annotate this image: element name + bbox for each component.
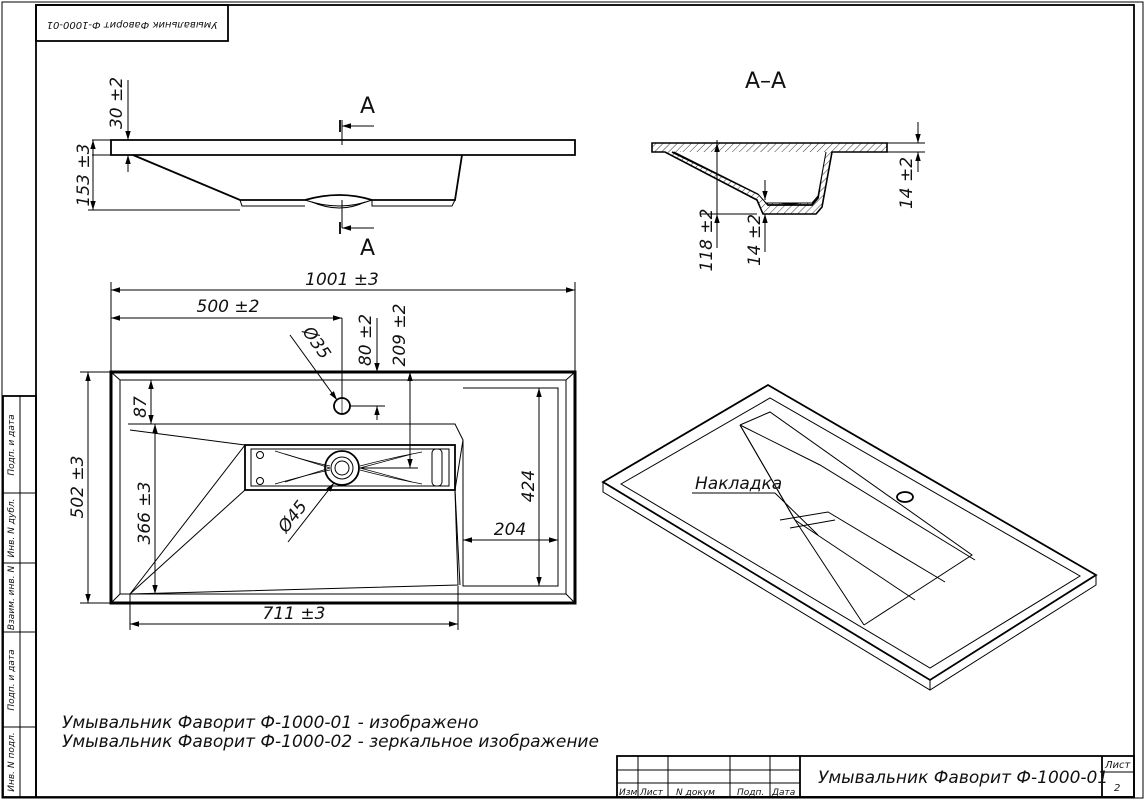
margin-label: Взаим. инв. N	[7, 566, 17, 631]
dim-width-total: 1001 ±3	[305, 270, 379, 290]
title-block-col: Изм	[619, 788, 638, 798]
section-title: A–A	[745, 69, 786, 94]
cut-label-top: A	[360, 94, 375, 119]
dim-hole-diameter: Ø35	[297, 322, 334, 363]
margin-label: Подп. и дата	[7, 649, 17, 710]
dim-drain-from-edge: 209 ±2	[390, 304, 410, 367]
title-block-col: N докум	[676, 788, 715, 798]
dim-depth-total: 502 ±3	[68, 456, 88, 519]
side-view: A A 30 ±2 153 ±3	[74, 77, 576, 261]
dim-hole-from-edge: 80 ±2	[356, 314, 376, 366]
notes: Умывальник Фаворит Ф-1000-01 - изображен…	[62, 713, 599, 752]
top-stamp: Умывальник Фаворит Ф-1000-01	[35, 4, 229, 42]
dim-depth: 153 ±3	[74, 144, 94, 207]
dim-right-width: 204	[494, 520, 526, 540]
sheet-number: 2	[1114, 783, 1120, 794]
title-block-col: Лист	[639, 788, 664, 798]
dim-bowl-width: 711 ±3	[263, 604, 326, 624]
note-line: Умывальник Фаворит Ф-1000-02 - зеркально…	[62, 732, 599, 752]
title-block-name: Умывальник Фаворит Ф-1000-01	[818, 768, 1108, 788]
dim-drain-diameter: Ø45	[274, 497, 312, 538]
dim-section-height: 118 ±2	[697, 209, 717, 272]
title-block-col: Дата	[771, 788, 795, 798]
title-block-col: Подп.	[737, 788, 764, 798]
margin-strip: Подп. и дата Инв. N дубл. Взаим. инв. N …	[2, 395, 37, 798]
dim-shelf-width: 87	[131, 396, 151, 418]
note-line: Умывальник Фаворит Ф-1000-01 - изображен…	[62, 713, 479, 733]
margin-label: Подп. и дата	[7, 414, 17, 475]
dim-hole-offset: 500 ±2	[197, 297, 260, 317]
dim-right-depth: 424	[519, 470, 539, 502]
iso-view: Накладка	[601, 383, 1098, 691]
dim-bowl-step: 14 ±2	[745, 214, 765, 266]
section-view: A–A 118 ±2 14 ±2 14 ±2	[651, 69, 925, 272]
margin-label: Инв. N подл.	[7, 732, 17, 791]
margin-label: Инв. N дубл.	[7, 499, 17, 558]
sheet-label: Лист	[1104, 760, 1132, 771]
top-stamp-text: Умывальник Фаворит Ф-1000-01	[47, 19, 218, 30]
dim-bowl-depth: 366 ±3	[135, 482, 155, 545]
cut-label-bottom: A	[360, 236, 375, 261]
top-view: 1001 ±3 500 ±2 Ø35 80 ±2 209 ±2 502 ±3 8…	[68, 270, 577, 630]
dim-rim-step: 14 ±2	[897, 157, 917, 209]
dim-rim: 30 ±2	[107, 77, 127, 129]
callout-nakladka: Накладка	[695, 474, 782, 494]
title-block: Изм Лист N докум Подп. Дата Умывальник Ф…	[616, 755, 1135, 798]
